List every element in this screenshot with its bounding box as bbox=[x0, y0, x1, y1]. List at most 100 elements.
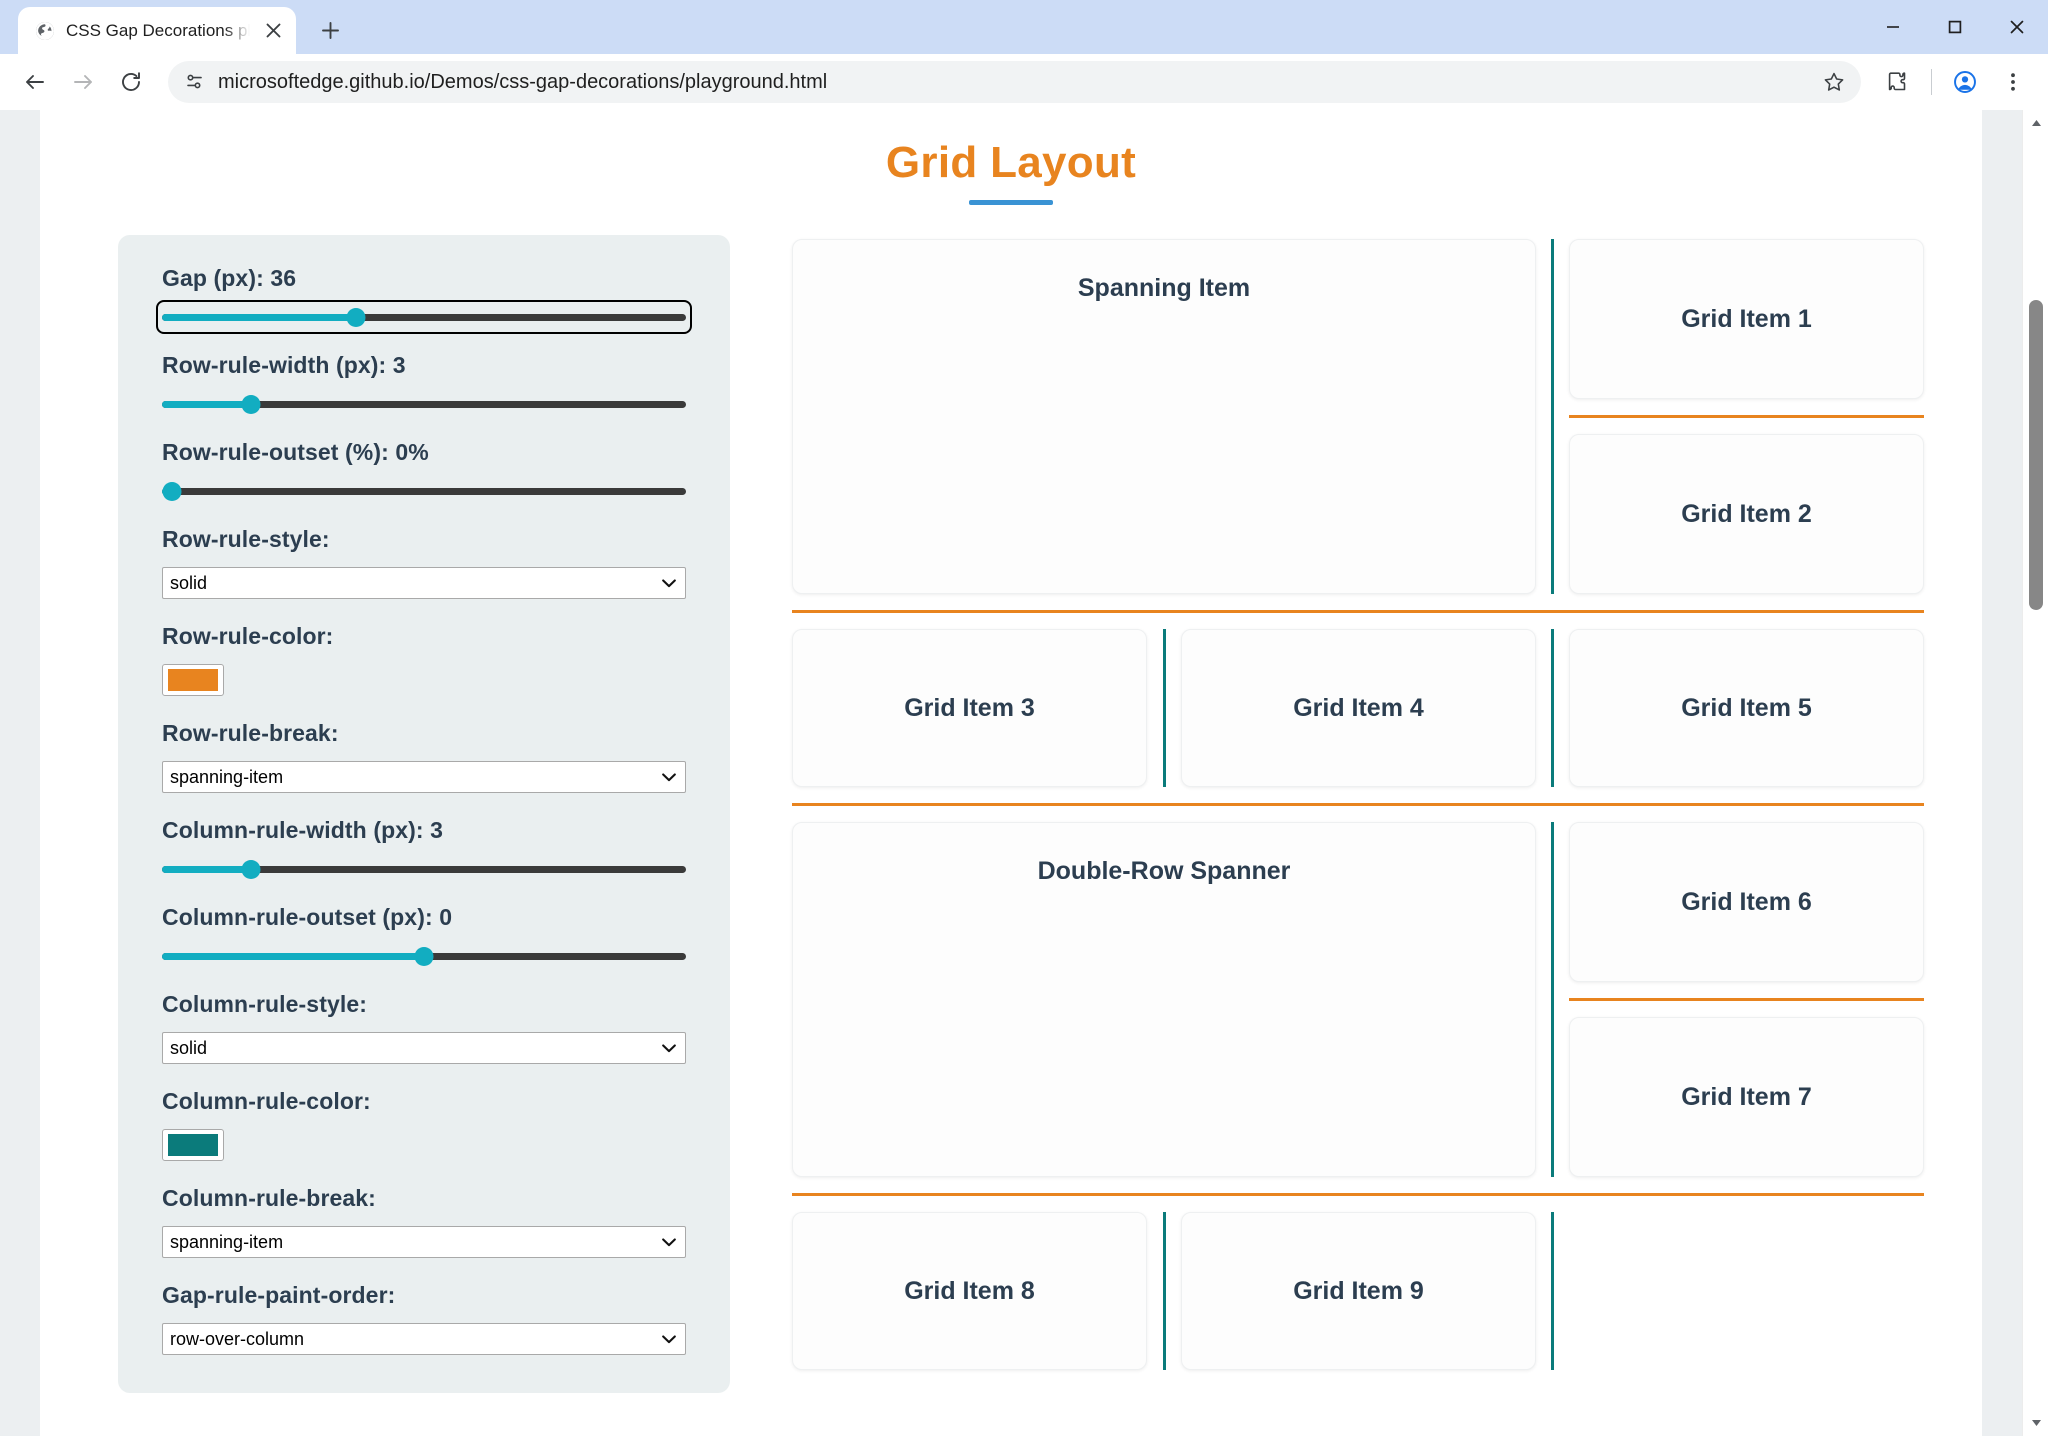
slider-fill bbox=[162, 866, 252, 873]
gap-slider[interactable] bbox=[156, 300, 692, 334]
star-icon[interactable] bbox=[1815, 63, 1853, 101]
browser-toolbar: microsoftedge.github.io/Demos/css-gap-de… bbox=[0, 54, 2048, 110]
grid-cell-label: Grid Item 1 bbox=[1681, 304, 1812, 333]
slider-fill bbox=[162, 314, 356, 321]
scroll-up-arrow-icon[interactable] bbox=[2023, 110, 2048, 136]
grid-cell-label: Grid Item 4 bbox=[1293, 693, 1424, 722]
slider-track bbox=[162, 314, 686, 321]
grid-cell-label: Grid Item 5 bbox=[1681, 693, 1812, 722]
puzzle-piece-icon[interactable] bbox=[1877, 61, 1919, 103]
grid-cell-item-5[interactable]: Grid Item 5 bbox=[1569, 629, 1924, 787]
page-layout: Gap (px): 36 Row-rule-width (px): 3 bbox=[64, 235, 1958, 1393]
chevron-down-icon bbox=[662, 1038, 676, 1059]
row-rule bbox=[792, 1193, 1924, 1196]
chevron-down-icon bbox=[662, 573, 676, 594]
page-right-margin bbox=[1982, 110, 2022, 1436]
site-settings-icon[interactable] bbox=[184, 71, 206, 93]
grid-cell-label: Grid Item 8 bbox=[904, 1276, 1035, 1305]
grid-cell-item-2[interactable]: Grid Item 2 bbox=[1569, 434, 1924, 594]
gap-rule-paint-order-select[interactable]: row-over-column bbox=[162, 1323, 686, 1355]
back-arrow-icon[interactable] bbox=[14, 61, 56, 103]
row-rule-break-select[interactable]: spanning-item bbox=[162, 761, 686, 793]
row-gap-right-3 bbox=[1569, 982, 1924, 1017]
profile-avatar-icon[interactable] bbox=[1944, 61, 1986, 103]
slider-track bbox=[162, 866, 686, 873]
control-column-rule-width-label: Column-rule-width (px): 3 bbox=[162, 817, 444, 843]
globe-icon bbox=[34, 20, 56, 42]
slider-thumb[interactable] bbox=[162, 482, 182, 501]
column-rule-style-select[interactable]: solid bbox=[162, 1032, 686, 1064]
tab-strip: CSS Gap Decorations playground bbox=[0, 0, 2048, 54]
grid-cell-label: Grid Item 3 bbox=[904, 693, 1035, 722]
control-gap-rule-paint-order: Gap-rule-paint-order: row-over-column bbox=[162, 1282, 686, 1355]
slider-thumb[interactable] bbox=[414, 947, 434, 966]
grid-container: Spanning Item Grid Item 1 bbox=[792, 239, 1924, 1370]
grid-cell-item-6[interactable]: Grid Item 6 bbox=[1569, 822, 1924, 982]
grid-cell-item-3[interactable]: Grid Item 3 bbox=[792, 629, 1147, 787]
vertical-scrollbar[interactable] bbox=[2022, 110, 2048, 1436]
minimize-icon[interactable] bbox=[1862, 0, 1924, 54]
column-gap-4b bbox=[1536, 1212, 1569, 1370]
column-rule-break-select[interactable]: spanning-item bbox=[162, 1226, 686, 1258]
column-rule bbox=[1551, 239, 1554, 594]
grid-cell-item-8[interactable]: Grid Item 8 bbox=[792, 1212, 1147, 1370]
grid-row-band-4: Grid Item 8 Grid Item 9 bbox=[792, 1212, 1924, 1370]
browser-tab[interactable]: CSS Gap Decorations playground bbox=[18, 7, 296, 54]
row-gap-1 bbox=[792, 594, 1924, 629]
column-rule-outset-slider[interactable] bbox=[162, 945, 686, 967]
grid-cell-item-4[interactable]: Grid Item 4 bbox=[1181, 629, 1536, 787]
control-column-rule-color-label: Column-rule-color: bbox=[162, 1088, 371, 1114]
three-dot-menu-icon[interactable] bbox=[1992, 61, 2034, 103]
chevron-down-icon bbox=[662, 1232, 676, 1253]
grid-row-band-1: Spanning Item Grid Item 1 bbox=[792, 239, 1924, 594]
control-row-rule-style-label: Row-rule-style: bbox=[162, 526, 330, 552]
window-close-icon[interactable] bbox=[1986, 0, 2048, 54]
control-row-rule-color: Row-rule-color: bbox=[162, 623, 686, 696]
slider-fill bbox=[162, 401, 252, 408]
grid-row-band-2: Grid Item 3 Grid Item 4 bbox=[792, 629, 1924, 787]
control-column-rule-width: Column-rule-width (px): 3 bbox=[162, 817, 686, 880]
row-rule-style-value: solid bbox=[170, 572, 208, 593]
address-bar[interactable]: microsoftedge.github.io/Demos/css-gap-de… bbox=[168, 61, 1861, 103]
column-rule bbox=[1551, 822, 1554, 1177]
grid-cell-double-row-spanner[interactable]: Double-Row Spanner bbox=[792, 822, 1536, 1177]
row-rule-outset-slider[interactable] bbox=[162, 480, 686, 502]
grid-cell-item-9[interactable]: Grid Item 9 bbox=[1181, 1212, 1536, 1370]
row-rule-style-select[interactable]: solid bbox=[162, 567, 686, 599]
tab-close-icon[interactable] bbox=[260, 18, 286, 44]
column-rule bbox=[1551, 1212, 1554, 1370]
forward-arrow-icon[interactable] bbox=[62, 61, 104, 103]
grid-cell-label: Grid Item 7 bbox=[1681, 1082, 1812, 1111]
control-column-rule-break-label: Column-rule-break: bbox=[162, 1185, 376, 1211]
slider-fill bbox=[162, 953, 424, 960]
url-text[interactable]: microsoftedge.github.io/Demos/css-gap-de… bbox=[218, 70, 828, 93]
column-gap-2b bbox=[1536, 629, 1569, 787]
row-rule-width-slider[interactable] bbox=[162, 393, 686, 415]
grid-cell-label: Spanning Item bbox=[1077, 274, 1251, 302]
control-column-rule-style: Column-rule-style: solid bbox=[162, 991, 686, 1064]
grid-cell-spanning-item[interactable]: Spanning Item bbox=[792, 239, 1536, 594]
control-row-rule-break-label: Row-rule-break: bbox=[162, 720, 339, 746]
chevron-down-icon bbox=[662, 1329, 676, 1350]
grid-cell-item-7[interactable]: Grid Item 7 bbox=[1569, 1017, 1924, 1177]
slider-thumb[interactable] bbox=[346, 308, 366, 327]
grid-cell-empty bbox=[1569, 1212, 1924, 1370]
row-rule-color-picker[interactable] bbox=[162, 664, 224, 696]
scroll-down-arrow-icon[interactable] bbox=[2023, 1410, 2048, 1436]
reload-icon[interactable] bbox=[110, 61, 152, 103]
column-rule-color-picker[interactable] bbox=[162, 1129, 224, 1161]
slider-thumb[interactable] bbox=[241, 860, 261, 879]
column-rule-break-value: spanning-item bbox=[170, 1231, 284, 1252]
column-gap-1 bbox=[1536, 239, 1569, 594]
row-rule-break-value: spanning-item bbox=[170, 766, 284, 787]
window-controls bbox=[1862, 0, 2048, 54]
control-row-rule-color-label: Row-rule-color: bbox=[162, 623, 334, 649]
new-tab-button[interactable] bbox=[310, 10, 350, 50]
scrollbar-thumb[interactable] bbox=[2029, 300, 2043, 610]
maximize-icon[interactable] bbox=[1924, 0, 1986, 54]
slider-thumb[interactable] bbox=[241, 395, 261, 414]
column-rule-width-slider[interactable] bbox=[162, 858, 686, 880]
control-row-rule-outset: Row-rule-outset (%): 0% bbox=[162, 439, 686, 502]
grid-cell-item-1[interactable]: Grid Item 1 bbox=[1569, 239, 1924, 399]
control-column-rule-style-label: Column-rule-style: bbox=[162, 991, 367, 1017]
